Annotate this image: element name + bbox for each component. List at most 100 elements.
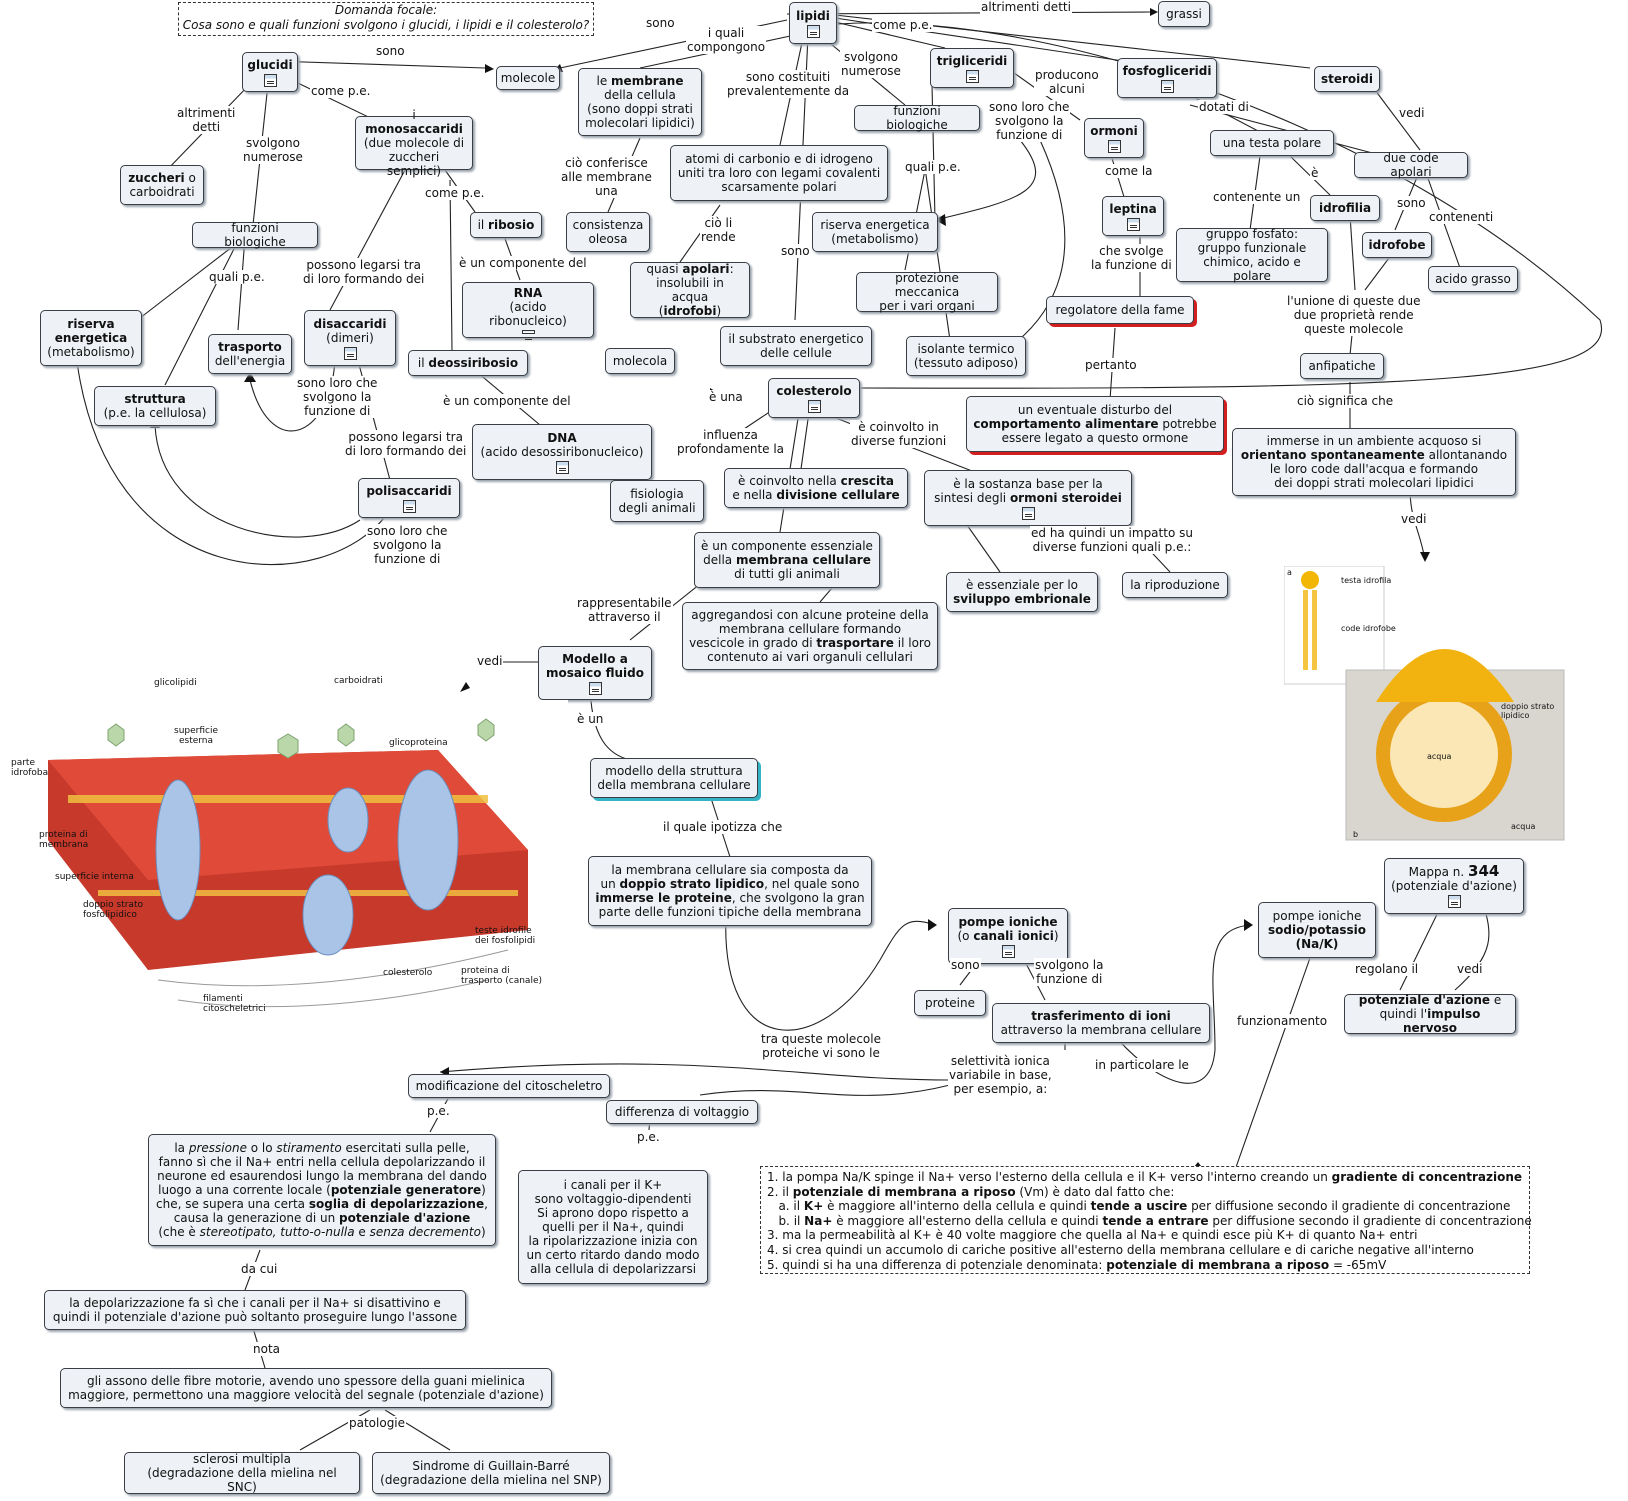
node-riproduzione[interactable]: la riproduzione bbox=[1122, 572, 1228, 598]
note-icon[interactable] bbox=[521, 330, 535, 338]
node-depolarizzazione[interactable]: la depolarizzazione fa sì che i canali p… bbox=[44, 1290, 466, 1330]
node-aggregandosi[interactable]: aggregandosi con alcune proteine della m… bbox=[682, 602, 938, 670]
label-quali-pe: quali p.e. bbox=[904, 160, 962, 174]
node-colesterolo[interactable]: colesterolo bbox=[768, 378, 860, 418]
node-sclerosi[interactable]: sclerosi multipla (degradazione della mi… bbox=[124, 1452, 360, 1494]
node-canali-k[interactable]: i canali per il K+ sono voltaggio-dipend… bbox=[518, 1170, 708, 1284]
node-deossiribosio[interactable]: il deossiribosio bbox=[408, 350, 528, 376]
node-substrato[interactable]: il substrato energetico delle cellule bbox=[720, 326, 872, 366]
node-trigliceridi[interactable]: trigliceridi bbox=[930, 48, 1014, 88]
liposome-label-code-idrofobe: code idrofobe bbox=[1341, 624, 1396, 633]
node-mappa-344[interactable]: Mappa n. 344(potenziale d'azione) bbox=[1384, 858, 1524, 914]
label-coinvolto: è coinvolto in diverse funzioni bbox=[850, 420, 948, 448]
label-cio-significa-che: ciò significa che bbox=[1296, 394, 1395, 408]
node-sostanza-base[interactable]: è la sostanza base per la sintesi degli … bbox=[924, 470, 1132, 526]
node-rna[interactable]: RNA(acido ribonucleico) bbox=[462, 282, 594, 338]
node-pompe-ioniche[interactable]: pompe ioniche(o canali ionici) bbox=[948, 908, 1068, 964]
node-guillain-barre[interactable]: Sindrome di Guillain-Barré (degradazione… bbox=[372, 1452, 610, 1494]
note-icon[interactable] bbox=[1021, 506, 1035, 520]
node-leptina[interactable]: leptina bbox=[1102, 196, 1164, 236]
label-pertanto: pertanto bbox=[1084, 358, 1138, 372]
label-possono-legarsi: possono legarsi tra di loro formando dei bbox=[344, 430, 468, 458]
node-componente-membrana[interactable]: è un componente essenziale della membran… bbox=[694, 532, 880, 588]
note-icon[interactable] bbox=[402, 499, 416, 513]
membrane-label-proteina-membrana: proteina di membrana bbox=[39, 830, 89, 850]
node-idrofilia[interactable]: idrofilia bbox=[1310, 195, 1380, 221]
node-zuccheri[interactable]: zuccheri o carboidrati bbox=[120, 165, 204, 205]
note-icon[interactable] bbox=[965, 69, 979, 83]
node-steroidi[interactable]: steroidi bbox=[1314, 66, 1380, 92]
node-ribosio[interactable]: il ribosio bbox=[470, 212, 542, 238]
node-pressione[interactable]: la pressione o lo stiramento esercitati … bbox=[148, 1134, 496, 1246]
label-in-particolare: in particolare le bbox=[1094, 1058, 1190, 1072]
node-dna[interactable]: DNA(acido desossiribonucleico) bbox=[472, 424, 652, 480]
membrane-label-superficie-esterna: superficie esterna bbox=[174, 726, 218, 746]
label-impatto: ed ha quindi un impatto su diverse funzi… bbox=[1030, 526, 1194, 554]
note-icon[interactable] bbox=[1126, 217, 1140, 231]
node-monosaccaridi[interactable]: i monosaccaridi(due molecole di zuccheri… bbox=[355, 108, 473, 178]
liposome-label-b: b bbox=[1353, 830, 1359, 839]
label-funzionamento: funzionamento bbox=[1236, 1014, 1329, 1028]
node-modello-mosaico-fluido[interactable]: Modello a mosaico fluido bbox=[538, 646, 652, 700]
node-proteine[interactable]: proteine bbox=[914, 990, 986, 1016]
label-e-un: è un bbox=[576, 712, 605, 726]
note-icon[interactable] bbox=[1001, 944, 1015, 958]
note-icon[interactable] bbox=[807, 399, 821, 413]
node-glucidi[interactable]: glucidi bbox=[242, 52, 298, 92]
node-modello-struttura[interactable]: modello della struttura della membrana c… bbox=[590, 758, 758, 798]
node-acido-grasso[interactable]: acido grasso bbox=[1428, 266, 1518, 292]
node-due-code-apolari[interactable]: due code apolari bbox=[1354, 151, 1468, 179]
label-producono-alcuni: producono alcuni bbox=[1034, 68, 1100, 96]
node-riserva-energetica-glucidi[interactable]: riserva energetica(metabolismo) bbox=[40, 310, 142, 366]
node-potenziale-azione[interactable]: potenziale d'azione e quindi l'impulso n… bbox=[1344, 993, 1516, 1035]
node-assoni[interactable]: gli assono delle fibre motorie, avendo u… bbox=[60, 1368, 552, 1408]
node-disaccaridi[interactable]: disaccaridi(dimeri) bbox=[304, 310, 396, 366]
membrane-label-glicoproteina: glicoproteina bbox=[389, 738, 448, 748]
node-quasi-apolari[interactable]: quasi apolari: insolubili in acqua (idro… bbox=[630, 262, 750, 318]
label-selettivita: selettività ionica variabile in base, pe… bbox=[948, 1054, 1053, 1096]
node-isolante[interactable]: isolante termico (tessuto adiposo) bbox=[906, 336, 1026, 376]
node-protezione[interactable]: protezione meccanica per i vari organi bbox=[856, 271, 998, 313]
node-membrana-composta[interactable]: la membrana cellulare sia composta da un… bbox=[588, 856, 872, 926]
node-atomi[interactable]: atomi di carbonio e di idrogeno uniti tr… bbox=[670, 145, 888, 201]
note-icon[interactable] bbox=[806, 24, 820, 38]
note-icon[interactable] bbox=[1107, 139, 1121, 153]
node-anfipatiche[interactable]: anfipatiche bbox=[1300, 353, 1384, 379]
node-funzioni-biologiche-lipidi[interactable]: funzioni biologiche bbox=[854, 104, 980, 132]
node-grassi[interactable]: grassi bbox=[1158, 1, 1210, 27]
map-link-icon[interactable] bbox=[1447, 895, 1461, 908]
note-icon[interactable] bbox=[263, 73, 277, 87]
node-polisaccaridi[interactable]: polisaccaridi bbox=[358, 478, 460, 518]
note-icon[interactable] bbox=[588, 681, 602, 695]
node-regolatore-fame[interactable]: regolatore della fame bbox=[1046, 296, 1194, 324]
node-differenza-voltaggio[interactable]: differenza di voltaggio bbox=[606, 1100, 758, 1124]
node-gruppo-fosfato[interactable]: gruppo fosfato: gruppo funzionale chimic… bbox=[1176, 227, 1328, 283]
label-quali-pe: quali p.e. bbox=[208, 270, 266, 284]
node-citoscheletro[interactable]: modificazione del citoscheletro bbox=[408, 1074, 610, 1098]
label-unione: l'unione di queste due due proprietà ren… bbox=[1286, 294, 1422, 336]
node-idrofobe[interactable]: idrofobe bbox=[1362, 232, 1432, 258]
node-fosfogliceridi[interactable]: fosfogliceridi bbox=[1117, 58, 1217, 98]
node-riserva-energetica-lipidi[interactable]: riserva energetica (metabolismo) bbox=[812, 212, 938, 252]
note-icon[interactable] bbox=[555, 460, 569, 474]
node-ormoni[interactable]: ormoni bbox=[1084, 118, 1144, 158]
node-consistenza[interactable]: consistenza oleosa bbox=[566, 212, 650, 252]
node-struttura[interactable]: struttura(p.e. la cellulosa) bbox=[94, 386, 216, 426]
note-icon[interactable] bbox=[343, 346, 357, 360]
node-lipidi[interactable]: lipidi bbox=[789, 2, 837, 44]
label-come-pe: come p.e. bbox=[310, 84, 372, 98]
node-testa-polare[interactable]: una testa polare bbox=[1210, 130, 1334, 156]
note-icon[interactable] bbox=[1160, 79, 1174, 93]
node-funzioni-biologiche-glucidi[interactable]: funzioni biologiche bbox=[192, 221, 318, 249]
node-molecola[interactable]: molecola bbox=[605, 348, 675, 374]
node-fisiologia[interactable]: fisiologia degli animali bbox=[610, 480, 704, 522]
node-molecole[interactable]: molecole bbox=[496, 66, 560, 90]
